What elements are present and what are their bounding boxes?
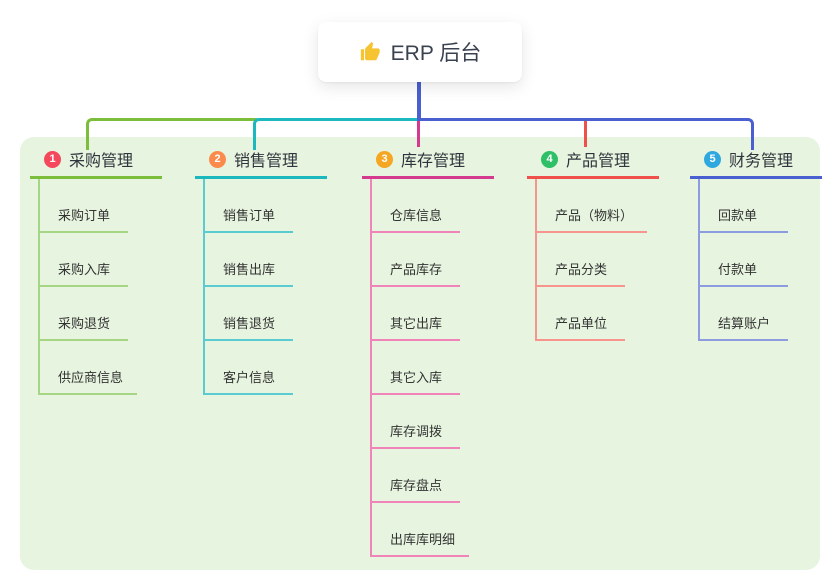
branch-header-inventory[interactable]: 3 库存管理 xyxy=(362,148,494,179)
node-item-label: 销售订单 xyxy=(223,208,276,223)
node-item-label: 付款单 xyxy=(718,262,758,277)
node-item[interactable]: 采购订单 xyxy=(38,179,128,233)
branch-tree-line xyxy=(203,179,205,395)
branch-purchase: 1 采购管理 采购订单 采购入库 采购退货 供应商信息 xyxy=(30,148,162,395)
node-item[interactable]: 采购入库 xyxy=(38,233,128,287)
node-item-label: 销售出库 xyxy=(223,262,276,277)
node-item[interactable]: 回款单 xyxy=(698,179,788,233)
branch-title: 产品管理 xyxy=(566,153,631,170)
branch-number-badge: 3 xyxy=(376,150,393,168)
node-item[interactable]: 客户信息 xyxy=(203,341,293,395)
branch-finance: 5 财务管理 回款单 付款单 结算账户 xyxy=(690,148,822,341)
node-item-label: 库存盘点 xyxy=(390,478,443,493)
branch-title: 采购管理 xyxy=(69,153,134,170)
node-item[interactable]: 结算账户 xyxy=(698,287,788,341)
branch5-connector-line xyxy=(417,118,754,150)
branch-sales: 2 销售管理 销售订单 销售出库 销售退货 客户信息 xyxy=(195,148,327,395)
node-item-label: 产品单位 xyxy=(555,316,608,331)
node-item-label: 产品分类 xyxy=(555,262,608,277)
branch-inventory: 3 库存管理 仓库信息 产品库存 其它出库 其它入库 库存调拨 库存盘点 出库库… xyxy=(362,148,494,557)
branch-number-badge: 1 xyxy=(44,150,61,168)
branches-panel xyxy=(20,137,820,570)
node-item[interactable]: 销售订单 xyxy=(203,179,293,233)
branch-title: 库存管理 xyxy=(401,153,466,170)
branch-items: 销售订单 销售出库 销售退货 客户信息 xyxy=(203,179,327,395)
branch3-connector-line xyxy=(417,121,420,147)
branch-title: 财务管理 xyxy=(729,153,794,170)
branch-number-badge: 2 xyxy=(209,150,226,168)
node-item-label: 采购入库 xyxy=(58,262,111,277)
node-item[interactable]: 销售出库 xyxy=(203,233,293,287)
node-item-label: 采购退货 xyxy=(58,316,111,331)
node-item-label: 客户信息 xyxy=(223,370,276,385)
branch-header-sales[interactable]: 2 销售管理 xyxy=(195,148,327,179)
branch-items: 回款单 付款单 结算账户 xyxy=(698,179,822,341)
root-node[interactable]: ERP 后台 xyxy=(318,22,522,82)
node-item[interactable]: 销售退货 xyxy=(203,287,293,341)
thumbs-up-icon xyxy=(359,41,381,63)
node-item[interactable]: 库存盘点 xyxy=(370,449,460,503)
branch-header-purchase[interactable]: 1 采购管理 xyxy=(30,148,162,179)
node-item[interactable]: 出库库明细 xyxy=(370,503,470,557)
node-item[interactable]: 其它入库 xyxy=(370,341,460,395)
node-item[interactable]: 产品库存 xyxy=(370,233,460,287)
branch-tree-line xyxy=(698,179,700,341)
node-item[interactable]: 仓库信息 xyxy=(370,179,460,233)
node-item-label: 仓库信息 xyxy=(390,208,443,223)
node-item[interactable]: 付款单 xyxy=(698,233,788,287)
branch4-connector-line xyxy=(584,121,587,147)
branch-tree-line xyxy=(535,179,537,341)
node-item[interactable]: 库存调拨 xyxy=(370,395,460,449)
node-item[interactable]: 其它出库 xyxy=(370,287,460,341)
node-item-label: 回款单 xyxy=(718,208,758,223)
branch-title: 销售管理 xyxy=(234,153,299,170)
branch-items: 产品（物料） 产品分类 产品单位 xyxy=(535,179,659,341)
branch-number-badge: 4 xyxy=(541,150,558,168)
branch-header-product[interactable]: 4 产品管理 xyxy=(527,148,659,179)
root-connector-line xyxy=(417,82,421,118)
node-item[interactable]: 产品（物料） xyxy=(535,179,648,233)
branch-tree-line xyxy=(370,179,372,557)
branch-tree-line xyxy=(38,179,40,395)
node-item[interactable]: 产品分类 xyxy=(535,233,625,287)
node-item[interactable]: 供应商信息 xyxy=(38,341,138,395)
node-item-label: 采购订单 xyxy=(58,208,111,223)
branch-header-finance[interactable]: 5 财务管理 xyxy=(690,148,822,179)
branch-product: 4 产品管理 产品（物料） 产品分类 产品单位 xyxy=(527,148,659,341)
node-item-label: 产品库存 xyxy=(390,262,443,277)
node-item-label: 销售退货 xyxy=(223,316,276,331)
branch-items: 采购订单 采购入库 采购退货 供应商信息 xyxy=(38,179,162,395)
node-item[interactable]: 产品单位 xyxy=(535,287,625,341)
node-item-label: 其它入库 xyxy=(390,370,443,385)
branch1-connector-line xyxy=(86,118,257,150)
branch-items: 仓库信息 产品库存 其它出库 其它入库 库存调拨 库存盘点 出库库明细 xyxy=(370,179,494,557)
node-item[interactable]: 采购退货 xyxy=(38,287,128,341)
node-item-label: 其它出库 xyxy=(390,316,443,331)
root-title: ERP 后台 xyxy=(390,42,482,65)
branch-number-badge: 5 xyxy=(704,150,721,168)
node-item-label: 供应商信息 xyxy=(58,370,124,385)
node-item-label: 出库库明细 xyxy=(390,532,456,547)
branch2-connector-line xyxy=(253,118,421,150)
node-item-label: 产品（物料） xyxy=(555,208,634,223)
node-item-label: 库存调拨 xyxy=(390,424,443,439)
node-item-label: 结算账户 xyxy=(718,316,771,331)
